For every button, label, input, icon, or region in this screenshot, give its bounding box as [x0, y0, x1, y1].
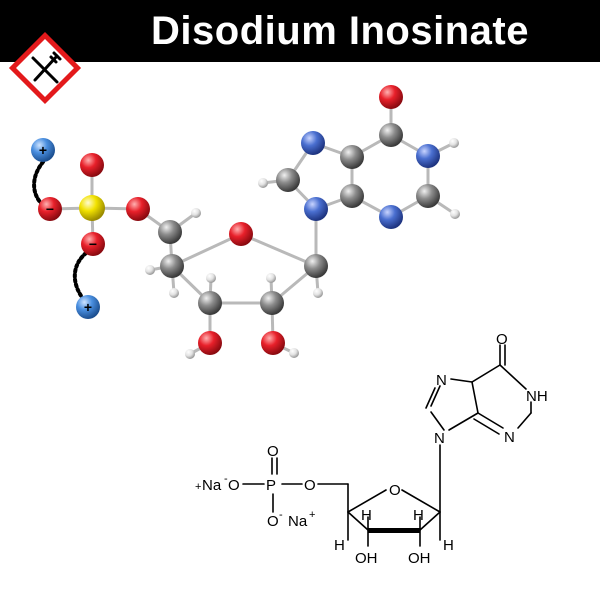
model-charges: + + − −: [39, 142, 97, 315]
ionic-links: [32, 160, 92, 302]
h3-label: H: [413, 507, 424, 524]
page-title: Disodium Inosinate: [151, 9, 529, 53]
formula-bonds: [242, 344, 532, 547]
model-atoms: [31, 85, 440, 355]
o-top-label: O: [267, 443, 279, 460]
o-carbonyl-label: O: [496, 331, 508, 348]
oh2-label: OH: [408, 550, 431, 567]
h2-label: H: [361, 507, 372, 524]
na2-charge: +: [309, 509, 315, 521]
na1-label: Na: [202, 477, 222, 494]
minus-sign: −: [89, 236, 97, 252]
title-bar: Disodium Inosinate: [0, 0, 600, 62]
ball-and-stick-model: + + − −: [31, 85, 460, 359]
na1-charge: +: [195, 481, 201, 493]
na2-label: Na: [288, 513, 308, 530]
structural-formula: + Na O - P O O - Na + O O H H H H OH OH …: [195, 331, 548, 567]
plus-sign: +: [39, 142, 47, 158]
o-ring-label: O: [389, 482, 401, 499]
h1-label: H: [334, 537, 345, 554]
o-minus1-charge: -: [224, 473, 228, 485]
n-pyrimidine-label: N: [504, 429, 515, 446]
o-minus1-label: O: [228, 477, 240, 494]
h4-label: H: [443, 537, 454, 554]
o-minus2-charge: -: [279, 509, 283, 521]
plus-sign: +: [84, 299, 92, 315]
n9-label: N: [434, 430, 445, 447]
oh1-label: OH: [355, 550, 378, 567]
no-food-icon: [8, 31, 82, 105]
phosphorus-label: P: [266, 477, 276, 494]
minus-sign: −: [46, 201, 54, 217]
model-hydrogens: [145, 138, 460, 359]
o-ester-label: O: [304, 477, 316, 494]
nh-label: NH: [526, 388, 548, 405]
n-imidazole-label: N: [436, 372, 447, 389]
o-minus2-label: O: [267, 513, 279, 530]
formula-labels: + Na O - P O O - Na + O O H H H H OH OH …: [195, 331, 548, 567]
